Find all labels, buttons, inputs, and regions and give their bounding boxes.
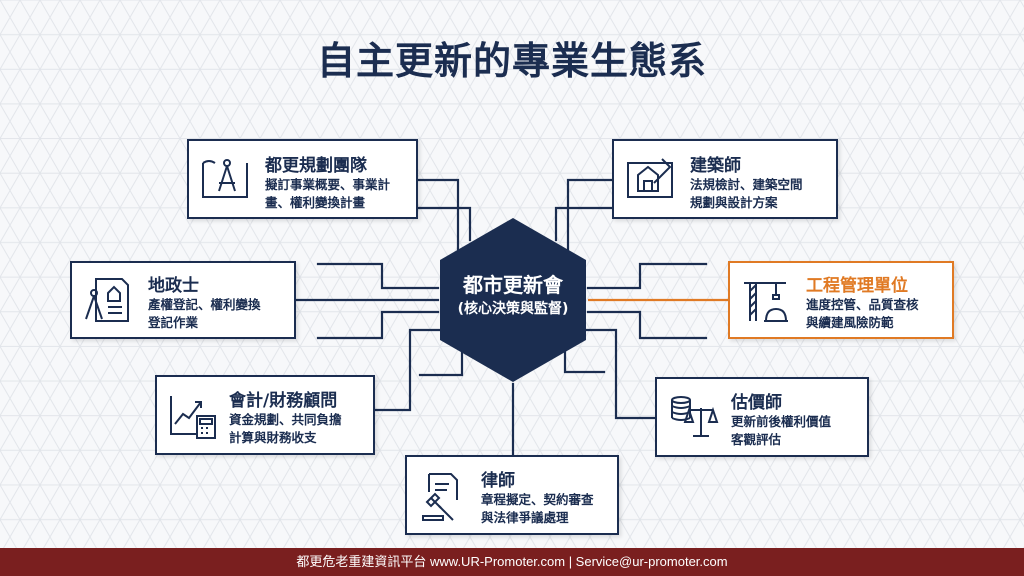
coins-scale-icon xyxy=(671,396,719,437)
card-lawyer: 律師 章程擬定、契約審查 與法律爭議處理 xyxy=(405,455,619,535)
card-description: 章程擬定、契約審查 與法律爭議處理 xyxy=(481,492,594,525)
card-description: 進度控管、品質查核 與續建風險防範 xyxy=(806,297,919,330)
crane-helmet-icon xyxy=(744,282,788,322)
hub-subtitle: (核心決策與監督) xyxy=(457,301,569,317)
chart-calculator-icon xyxy=(170,396,216,439)
page-title: 自主更新的專業生態系 xyxy=(316,39,707,83)
card-finance-advisor: 會計/財務顧問 資金規劃、共同負擔 計算與財務收支 xyxy=(155,375,375,455)
card-engineering-management: 工程管理單位 進度控管、品質查核 與續建風險防範 xyxy=(728,261,954,339)
card-title: 地政士 xyxy=(148,276,199,296)
card-land-agent: 地政士 產權登記、權利變換 登記作業 xyxy=(70,261,296,339)
card-title: 會計/財務顧問 xyxy=(229,391,338,411)
card-title: 律師 xyxy=(481,471,515,491)
card-description: 法規檢討、建築空間 規劃與設計方案 xyxy=(690,177,803,210)
hub-title: 都市更新會 xyxy=(463,273,563,297)
card-description: 擬訂事業概要、事業計 畫、權利變換計畫 xyxy=(265,177,391,210)
card-title: 工程管理單位 xyxy=(806,276,908,296)
card-title: 都更規劃團隊 xyxy=(265,156,367,176)
card-title: 建築師 xyxy=(690,156,741,176)
card-title: 估價師 xyxy=(731,393,782,413)
gavel-document-icon xyxy=(422,473,458,521)
connector-lines xyxy=(293,178,728,457)
hub-hexagon xyxy=(440,218,586,382)
footer-bar: 都更危老重建資訊平台 www.UR-Promoter.com | Service… xyxy=(0,548,1024,576)
hub-label: 都市更新會 (核心決策與監督) xyxy=(438,272,588,320)
card-description: 資金規劃、共同負擔 計算與財務收支 xyxy=(229,412,342,445)
card-description: 更新前後權利價值 客觀評估 xyxy=(731,414,832,447)
blueprint-compass-icon xyxy=(202,159,248,198)
card-architect: 建築師 法規檢討、建築空間 規劃與設計方案 xyxy=(612,139,838,219)
card-appraiser: 估價師 更新前後權利價值 客觀評估 xyxy=(655,377,869,457)
land-document-compass-icon xyxy=(85,278,129,322)
architecture-drawing-icon xyxy=(627,158,673,198)
card-description: 產權登記、權利變換 登記作業 xyxy=(148,297,261,330)
card-planning-team: 都更規劃團隊 擬訂事業概要、事業計 畫、權利變換計畫 xyxy=(187,139,418,219)
